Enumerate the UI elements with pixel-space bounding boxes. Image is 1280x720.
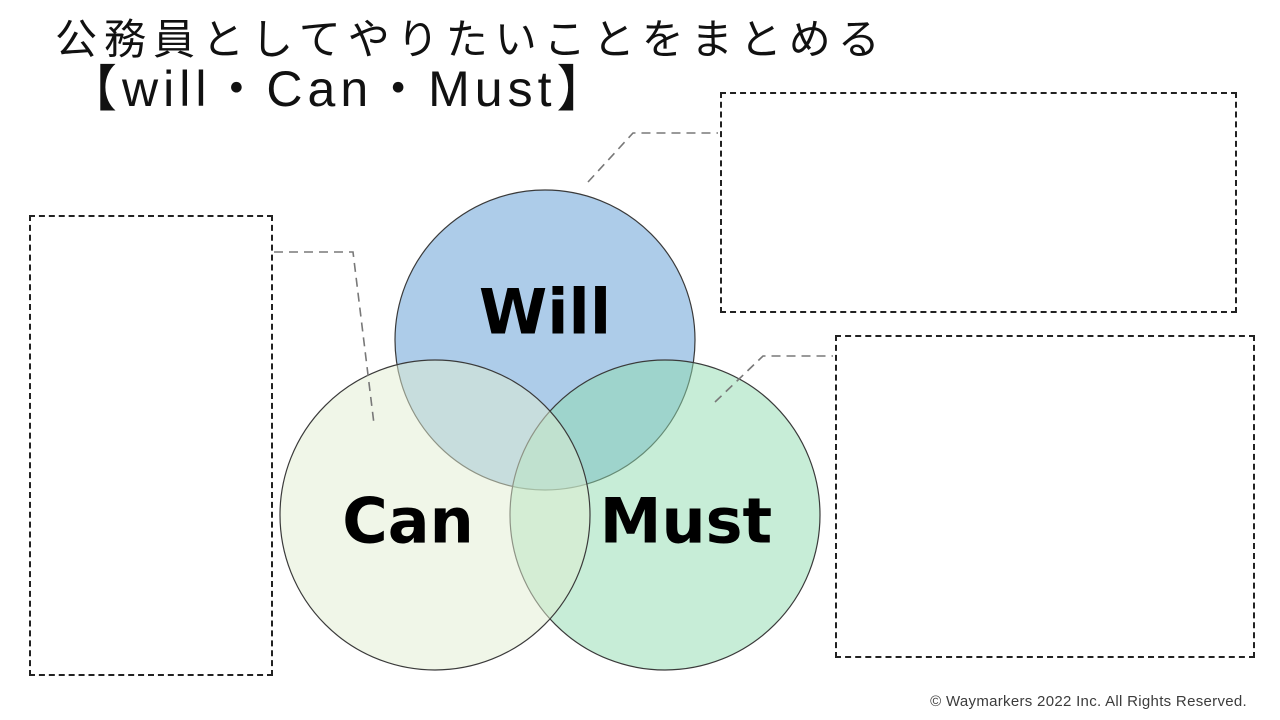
venn-label-must: Must <box>599 484 773 558</box>
title-line-1: 公務員としてやりたいことをまとめる <box>55 16 887 63</box>
callout-box-left <box>29 215 273 676</box>
venn-circle-can <box>279 359 591 671</box>
venn-label-can: Can <box>342 484 474 558</box>
callout-box-top-right <box>720 92 1237 313</box>
slide-title: 公務員としてやりたいことをまとめる 【will・Can・Must】 <box>55 16 887 114</box>
venn-label-will: Will <box>478 275 612 349</box>
title-line-2: 【will・Can・Must】 <box>67 61 612 118</box>
connector-bottomright-to-must <box>714 355 833 403</box>
connector-topright-to-will <box>587 132 718 183</box>
callout-box-bottom-right <box>835 335 1255 658</box>
connector-left-to-can <box>274 251 375 425</box>
copyright-footer: © Waymarkers 2022 Inc. All Rights Reserv… <box>930 693 1247 710</box>
